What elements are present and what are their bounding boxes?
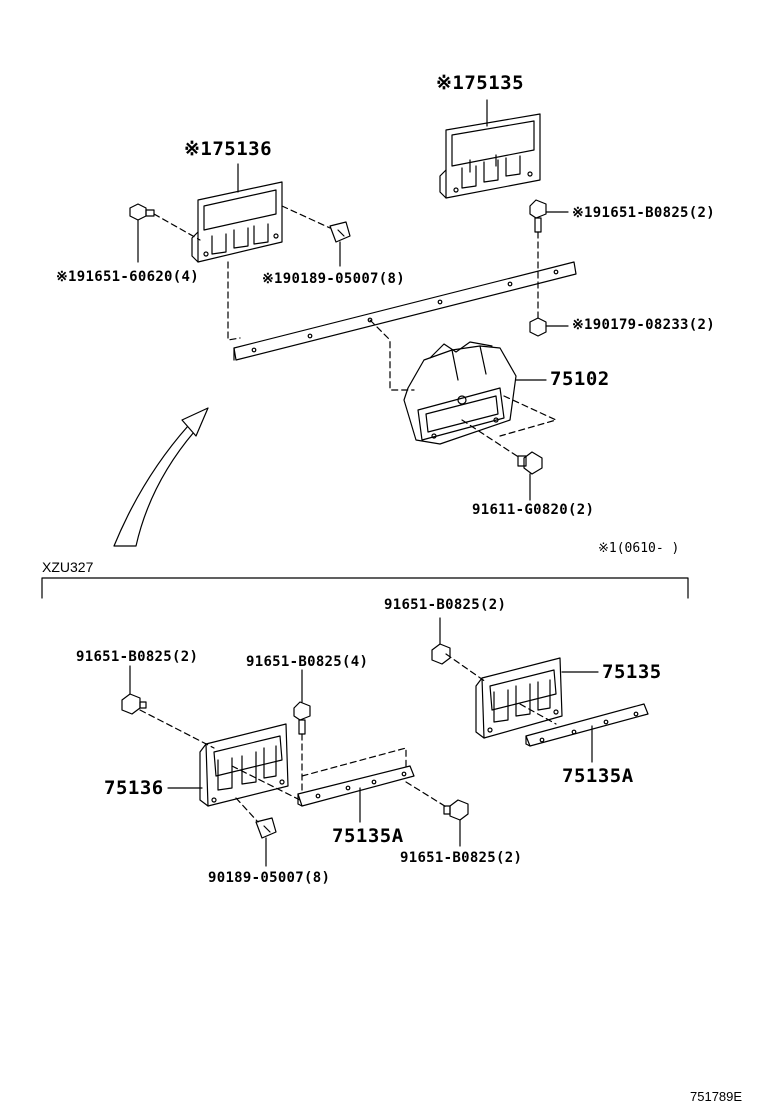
label-nut-08233: ※190179-08233(2) [572,317,715,333]
dash-75135-rail [519,703,557,725]
rail-75135a-left [297,765,415,807]
direction-arrow [113,407,209,547]
label-variant-xzu327: XZU327 [42,559,94,575]
nut-05007-top-symbol [329,221,351,243]
dash-g0820 [461,419,521,459]
label-bolt-b0825-bottom: 91651-B0825(2) [400,850,523,866]
dash-75136-rail [231,765,301,801]
label-75136-top: ※175136 [184,138,273,160]
rail-75135a-right [525,703,649,747]
dash-05007-top [281,205,331,229]
dash-b0825-bottom [405,781,449,809]
cross-rail [233,261,577,361]
label-bolt-g0820: 91611-G0820(2) [472,502,595,518]
bracket-75136-top [191,181,283,263]
dash-rail-left-top [301,747,407,777]
label-nut-05007-bottom: 90189-05007(8) [208,870,331,886]
label-bolt-60620: ※191651-60620(4) [56,269,199,285]
dash-rail-mid [369,319,415,391]
bracket-75135-top [439,113,541,199]
dash-b0825-left [139,709,215,749]
dash-05007-bottom [235,797,259,823]
label-75135a-right: 75135A [562,765,634,787]
label-bolt-b0825-center: 91651-B0825(4) [246,654,369,670]
dash-b0825-right [445,653,487,683]
bracket-75135-lower [475,657,563,739]
bolt-60620-symbol [129,203,155,221]
bolt-g0820-symbol [517,451,543,475]
label-bolt-b0825-top: ※191651-B0825(2) [572,205,715,221]
label-75135-lower: 75135 [602,661,662,683]
bracket-75136-lower [199,723,289,807]
label-nut-05007-top: ※190189-05007(8) [262,271,405,287]
variant-bracket [41,577,689,599]
label-75135-top: ※175135 [436,72,525,94]
nut-05007-bottom-symbol [255,817,277,839]
label-bolt-b0825-left: 91651-B0825(2) [76,649,199,665]
bolt-b0825-top-symbol [529,199,547,233]
label-date-note: ※1(0610- ) [598,541,680,556]
label-75102: 75102 [550,368,610,390]
dash-60620 [153,213,201,241]
bracket-75102 [403,341,517,445]
bolt-b0825-bottom-symbol [443,799,469,821]
dash-rail-left [227,261,241,341]
dash-75102 [499,395,557,437]
bolt-b0825-center-symbol [293,701,311,735]
label-75135a-left: 75135A [332,825,404,847]
nut-08233-symbol [529,317,547,337]
bolt-b0825-right-symbol [431,643,451,665]
label-75136-lower: 75136 [104,777,164,799]
label-diagram-code: 751789E [690,1089,743,1104]
label-bolt-b0825-right: 91651-B0825(2) [384,597,507,613]
